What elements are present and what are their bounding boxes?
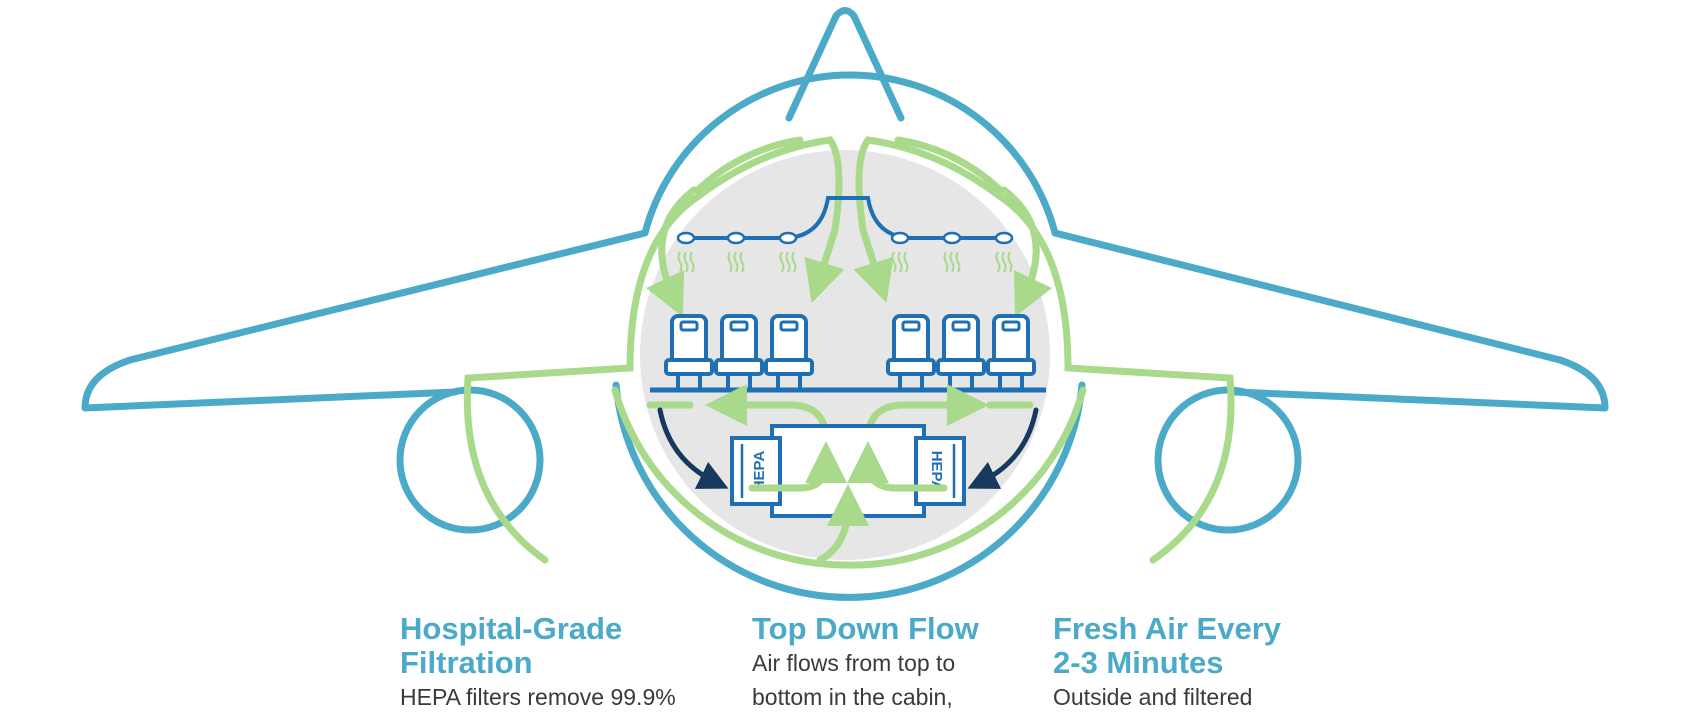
airplane-silhouette xyxy=(81,7,1609,601)
hepa-label-right: HEPA xyxy=(928,451,945,492)
caption-body-line: Air flows from top to xyxy=(752,650,956,676)
caption-hospital-grade-filtration: Hospital-Grade Filtration HEPA filters r… xyxy=(400,612,676,714)
exhaust-arrows xyxy=(657,407,1039,489)
caption-title-line: 2-3 Minutes xyxy=(1053,645,1224,680)
caption-body-line: bottom in the cabin, xyxy=(752,684,953,710)
caption-top-down-flow: Top Down Flow Air flows from top to bott… xyxy=(752,612,979,714)
airflow-loops xyxy=(463,136,1235,569)
hepa-label-left: HEPA xyxy=(751,451,768,492)
caption-fresh-air: Fresh Air Every 2-3 Minutes Outside and … xyxy=(1053,612,1281,714)
caption-title-line: Top Down Flow xyxy=(752,611,979,646)
caption-title-line: Filtration xyxy=(400,645,533,680)
caption-body-line: HEPA filters remove 99.9% xyxy=(400,684,676,710)
filter-airflow xyxy=(748,441,948,564)
caption-body-line: Outside and filtered xyxy=(1053,684,1253,710)
caption-title-line: Fresh Air Every xyxy=(1053,611,1282,646)
caption-title-line: Hospital-Grade xyxy=(400,611,623,646)
